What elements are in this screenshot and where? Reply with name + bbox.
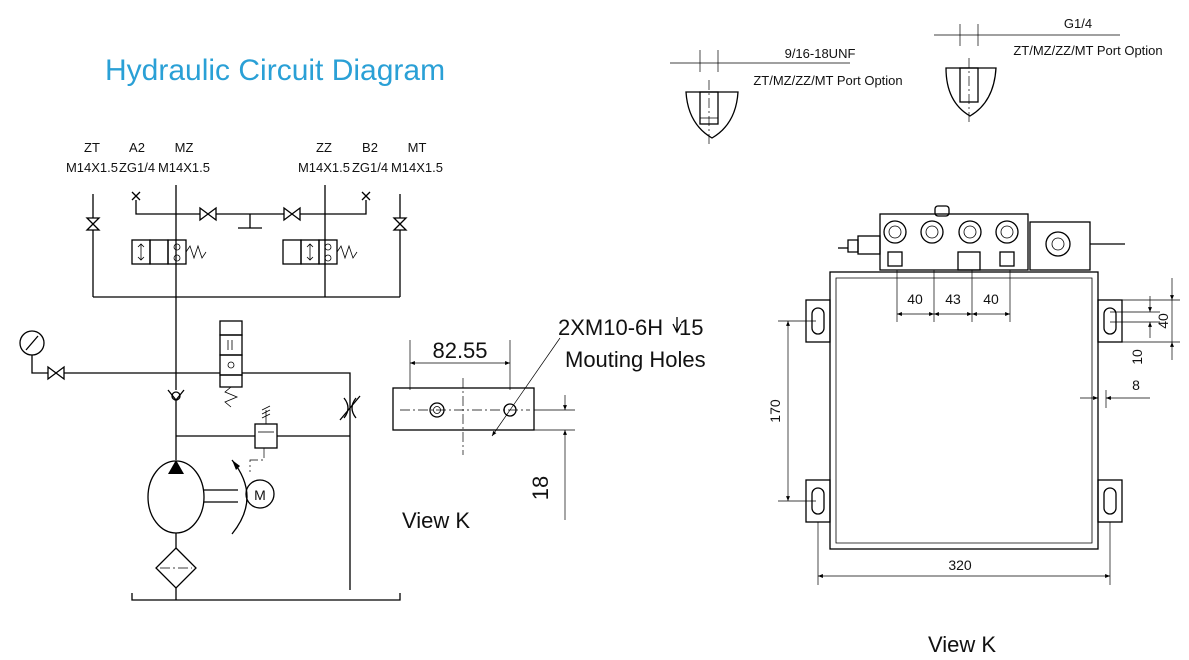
port-mz-name: MZ bbox=[175, 140, 194, 155]
dim-right-10: 10 bbox=[1129, 349, 1145, 365]
port-zz-name: ZZ bbox=[316, 140, 332, 155]
manifold-valve-right-icon bbox=[283, 206, 301, 222]
port-option-unf: 9/16-18UNF ZT/MZ/ZZ/MT Port Option bbox=[670, 46, 903, 144]
bracket-top-right bbox=[1097, 299, 1123, 343]
mounting-hole-spec: 2XM10-6H bbox=[558, 315, 663, 340]
plug-b2-icon bbox=[361, 191, 371, 201]
port-b2-name: B2 bbox=[362, 140, 378, 155]
hydraulic-circuit: M bbox=[19, 185, 408, 601]
mounting-hole-spacing: 82.55 bbox=[432, 338, 487, 363]
port-option-g14-thread: G1/4 bbox=[1064, 16, 1092, 31]
mounting-hole-depth: 15 bbox=[679, 315, 703, 340]
view-k-mounting-detail: 82.55 18 2XM10-6H 15 Mouting Holes View … bbox=[392, 315, 706, 533]
tank-icon bbox=[131, 593, 401, 601]
port-zt-name: ZT bbox=[84, 140, 100, 155]
dim-top-2: 43 bbox=[945, 291, 961, 307]
dim-right-8: 8 bbox=[1132, 377, 1140, 393]
port-mt-name: MT bbox=[408, 140, 427, 155]
zt-valve-icon bbox=[85, 217, 101, 231]
solenoid-valve-right-icon bbox=[282, 239, 358, 265]
main-unit-view: 40 43 40 40 10 8 170 320 View K bbox=[767, 205, 1180, 657]
plug-a2-icon bbox=[131, 191, 141, 201]
solenoid-coil bbox=[1029, 221, 1091, 271]
port-option-g14-caption: ZT/MZ/ZZ/MT Port Option bbox=[1013, 43, 1162, 58]
motor-icon bbox=[245, 479, 275, 509]
view-k-label-main: View K bbox=[928, 632, 996, 657]
port-mt-thread: M14X1.5 bbox=[391, 160, 443, 175]
mt-valve-icon bbox=[392, 217, 408, 231]
view-k-label-small: View K bbox=[402, 508, 470, 533]
dim-right-40: 40 bbox=[1155, 313, 1171, 329]
port-mz-thread: M14X1.5 bbox=[158, 160, 210, 175]
tank-body bbox=[829, 271, 1099, 550]
diagram-title: Hydraulic Circuit Diagram bbox=[105, 54, 445, 87]
bracket-bottom-right bbox=[1097, 479, 1123, 523]
relief-valve-icon bbox=[254, 423, 278, 449]
port-labels: ZT M14X1.5 A2 ZG1/4 MZ M14X1.5 ZZ M14X1.… bbox=[66, 140, 443, 175]
mounting-height: 18 bbox=[528, 476, 553, 500]
port-b2-thread: ZG1/4 bbox=[352, 160, 388, 175]
solenoid-valve-left-icon bbox=[131, 239, 207, 265]
port-option-g14: G1/4 ZT/MZ/ZZ/MT Port Option bbox=[934, 16, 1163, 124]
mounting-hole-caption: Mouting Holes bbox=[565, 347, 706, 372]
port-zt-thread: M14X1.5 bbox=[66, 160, 118, 175]
dim-height: 170 bbox=[767, 399, 783, 423]
dim-width: 320 bbox=[948, 557, 972, 573]
dim-top-3: 40 bbox=[983, 291, 999, 307]
depth-symbol-icon bbox=[672, 317, 682, 334]
port-option-unf-thread: 9/16-18UNF bbox=[785, 46, 856, 61]
directional-valve-icon bbox=[219, 320, 243, 408]
dim-top-1: 40 bbox=[907, 291, 923, 307]
gauge-valve-icon bbox=[47, 365, 65, 381]
motor-label: M bbox=[254, 487, 266, 503]
port-option-unf-caption: ZT/MZ/ZZ/MT Port Option bbox=[753, 73, 902, 88]
port-a2-thread: ZG1/4 bbox=[119, 160, 155, 175]
port-a2-name: A2 bbox=[129, 140, 145, 155]
manifold-valve-left-icon bbox=[199, 206, 217, 222]
throttle-valve-icon bbox=[343, 397, 357, 419]
port-zz-thread: M14X1.5 bbox=[298, 160, 350, 175]
